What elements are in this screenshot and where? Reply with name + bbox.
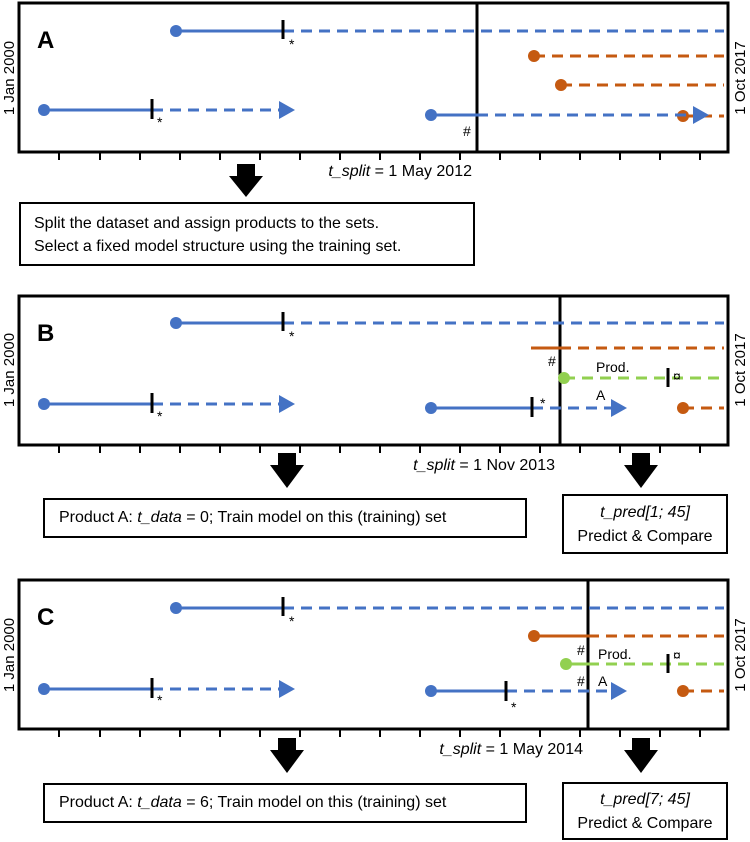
pred-label: Predict & Compare (577, 528, 713, 545)
panel-a-star-left: * (157, 114, 163, 130)
pred-label: Predict & Compare (577, 815, 713, 832)
panel-b-star-left: * (157, 408, 163, 424)
panel-c-star-a: * (511, 699, 517, 715)
panel-b: B 1 Jan 2000 1 Oct 2017 t_split = 1 Nov … (1, 294, 749, 474)
panel-a-star-top: * (289, 36, 295, 52)
panel-b-label: B (37, 320, 54, 347)
panel-c-product-top (170, 597, 724, 616)
panel-b-product-orange-2 (677, 402, 724, 414)
panel-b-star-a: * (540, 395, 546, 411)
panel-b-left-axis-label: 1 Jan 2000 (1, 333, 18, 407)
panel-a-product-orange-1 (528, 50, 724, 62)
down-arrow-1 (229, 164, 263, 197)
down-arrow-b-left (270, 453, 304, 488)
panel-a-split-caption: t_split = 1 May 2012 (328, 163, 472, 180)
panel-c-left-axis-label: 1 Jan 2000 (1, 618, 18, 692)
step-split-box: Split the dataset and assign products to… (19, 202, 475, 266)
panel-b-star-top: * (289, 328, 295, 344)
panel-b-predict-box: t_pred[1; 45] Predict & Compare (562, 494, 728, 554)
panel-c: C 1 Jan 2000 1 Oct 2017 t_split = 1 May … (1, 578, 749, 758)
panel-c-train-box: Product A: t_data = 6; Train model on th… (43, 783, 527, 823)
panel-a-ticks (58, 152, 701, 160)
train-suffix: = 6; Train model on this (training) set (181, 794, 447, 811)
panel-c-label: C (37, 604, 54, 631)
panel-a-hash: # (463, 123, 471, 139)
panel-a-product-top (170, 20, 724, 39)
down-arrow-c-left (270, 738, 304, 773)
panel-b-product-left (38, 393, 295, 413)
panel-c-product-a (425, 681, 627, 701)
panel-c-currency-mark: ¤ (673, 647, 681, 663)
train-suffix: = 0; Train model on this (training) set (181, 509, 447, 526)
panel-c-product-orange-2 (677, 685, 724, 697)
split-value: = 1 Nov 2013 (455, 457, 555, 474)
panel-a-right-axis-label: 1 Oct 2017 (732, 41, 749, 114)
panel-b-a-label: A (596, 387, 606, 403)
panel-c-product-orange-1 (528, 630, 724, 642)
panel-a-product-mid (425, 106, 709, 124)
down-arrow-c-right (624, 738, 658, 773)
panel-a-left-axis-label: 1 Jan 2000 (1, 41, 18, 115)
train-var: t_data (137, 794, 182, 811)
panel-c-product-green (560, 654, 724, 673)
panel-b-currency-mark: ¤ (673, 368, 681, 384)
panel-a-label: A (37, 27, 54, 54)
train-prefix: Product A: (59, 794, 138, 811)
pred-var: t_pred[1; 45] (600, 504, 690, 521)
panel-b-train-box: Product A: t_data = 0; Train model on th… (43, 498, 527, 538)
panel-c-hash-a: # (577, 673, 585, 689)
panel-a-product-left (38, 99, 295, 119)
panel-b-product-green (558, 368, 724, 387)
panel-c-prod-label: Prod. (598, 646, 631, 662)
step-split-line-2: Select a fixed model structure using the… (34, 238, 402, 255)
panel-b-prod-label: Prod. (596, 359, 629, 375)
panel-c-hash-top: # (577, 642, 585, 658)
panel-b-product-top (170, 312, 724, 331)
panel-c-star-top: * (289, 613, 295, 629)
split-value: = 1 May 2014 (481, 741, 583, 758)
panel-c-product-left (38, 678, 295, 698)
step-split-line-1: Split the dataset and assign products to… (34, 215, 380, 232)
panel-b-split-caption: t_split = 1 Nov 2013 (413, 457, 555, 474)
train-var: t_data (137, 509, 182, 526)
split-var: t_split (413, 457, 455, 474)
panel-c-star-left: * (157, 692, 163, 708)
panel-b-product-a (425, 397, 627, 417)
panel-c-ticks (58, 729, 701, 737)
panel-c-right-axis-label: 1 Oct 2017 (732, 618, 749, 691)
panel-b-right-axis-label: 1 Oct 2017 (732, 333, 749, 406)
panel-c-split-caption: t_split = 1 May 2014 (439, 741, 583, 758)
panel-a-frame (17, 1, 730, 154)
panel-b-ticks (58, 445, 701, 453)
split-value: = 1 May 2012 (370, 163, 472, 180)
panel-a: A 1 Jan 2000 1 Oct 2017 t_split = 1 May … (1, 1, 749, 180)
pred-var: t_pred[7; 45] (600, 791, 690, 808)
panel-c-predict-box: t_pred[7; 45] Predict & Compare (562, 782, 728, 840)
train-prefix: Product A: (59, 509, 138, 526)
panel-c-a-label: A (598, 673, 608, 689)
split-var: t_split (328, 163, 370, 180)
panel-b-hash: # (548, 353, 556, 369)
panel-a-product-orange-2 (555, 79, 724, 91)
down-arrow-b-right (624, 453, 658, 488)
split-var: t_split (439, 741, 481, 758)
